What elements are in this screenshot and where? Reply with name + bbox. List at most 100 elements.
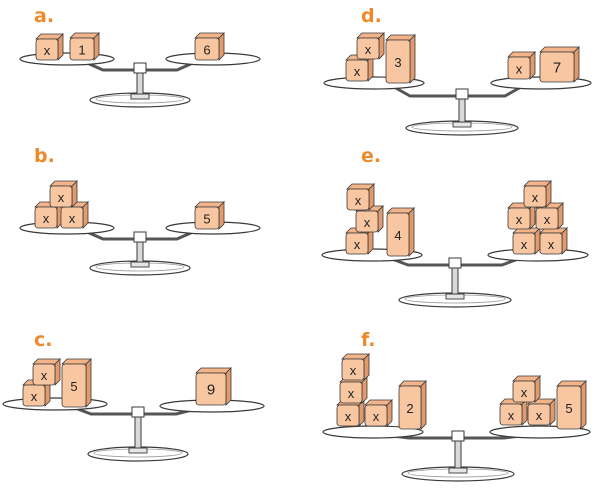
left-block-label: x [373,409,380,424]
left-block-3: 4 [387,208,414,256]
panel-label: c. [34,329,52,351]
block-top-face [347,184,374,189]
left-block-label: x [348,386,355,401]
left-block-1: x [357,33,384,59]
right-block-label: x [521,385,528,400]
left-block-label: 2 [406,401,413,416]
right-block-0: x [513,228,540,254]
right-block-label: x [532,190,539,205]
left-block-label: x [41,368,48,383]
block-top-face [524,181,551,186]
left-block-2: x [347,184,374,210]
panel-label: f. [361,329,375,351]
block-side-face [86,359,91,407]
right-block-label: x [548,237,555,252]
beam-pivot [449,258,461,268]
right-block-label: x [508,408,515,423]
scale-a: a. x 1 6 [20,5,260,107]
left-block-3: x [342,354,369,380]
right-block-0: 6 [195,33,224,60]
block-top-face [62,359,91,364]
left-block-0: x [36,34,63,60]
right-block-1: x [528,399,555,425]
right-block-label: x [536,408,543,423]
left-block-1: 1 [70,33,99,60]
base-foot [131,94,149,99]
left-block-label: x [355,193,362,208]
block-top-face [70,33,99,38]
panel-label: b. [34,145,55,167]
right-block-label: x [521,237,528,252]
left-block-label: x [43,211,50,226]
left-block-label: x [364,215,371,230]
beam-pivot [456,89,468,99]
beam-pivot [452,431,464,441]
left-block-2: x [50,181,77,207]
left-block-label: x [350,363,357,378]
right-block-label: 5 [565,401,572,416]
left-block-label: x [58,190,65,205]
panel-label: d. [361,5,382,27]
left-block-1: x [33,359,60,385]
base-foot [453,122,471,127]
right-block-0: 9 [196,368,231,405]
panel-label: a. [34,5,54,27]
right-block-3: 5 [557,381,586,429]
block-top-face [357,33,384,38]
right-block-0: x [508,52,535,79]
left-block-4: 2 [399,381,426,429]
right-block-label: 7 [553,60,561,77]
right-block-1: 7 [540,47,579,82]
block-top-face [50,181,77,186]
right-block-1: x [540,228,567,254]
block-top-face [196,368,231,373]
base-foot [449,468,467,473]
left-block-2: 3 [386,35,415,83]
block-top-face [557,381,586,386]
right-block-0: x [500,399,527,425]
base-foot [446,294,464,299]
right-block-2: x [513,376,540,402]
block-top-face [386,35,415,40]
block-top-face [399,381,426,386]
block-side-face [421,381,426,429]
right-block-4: x [524,181,551,207]
beam-pivot [132,407,144,417]
block-top-face [33,359,60,364]
scale-e: e.xxx4xxxxx [322,145,588,307]
left-block-2: x [340,377,367,403]
left-block-0: x [337,400,364,426]
left-block-label: 5 [70,379,77,394]
block-top-face [365,400,392,405]
right-block-label: 6 [203,43,210,58]
right-block-label: 5 [203,212,210,227]
block-top-face [387,208,414,213]
left-pan [20,53,114,65]
left-block-label: x [44,43,51,58]
block-side-face [581,381,586,429]
right-block-label: 9 [207,382,215,399]
left-block-label: x [354,64,361,79]
block-top-face [342,354,369,359]
block-side-face [409,208,414,256]
base-foot [131,262,149,267]
right-block-0: 5 [195,202,224,229]
beam-pivot [134,232,146,242]
left-block-label: x [354,237,361,252]
left-block-label: 3 [394,55,401,70]
left-block-label: 1 [78,43,85,58]
block-side-face [410,35,415,83]
left-block-label: x [365,42,372,57]
block-side-face [574,47,579,82]
right-block-label: x [516,62,523,77]
beam-pivot [134,63,146,73]
left-block-label: x [69,211,76,226]
left-block-label: x [345,409,352,424]
base-foot [129,448,147,453]
left-block-1: x [365,400,392,426]
block-top-face [36,34,63,39]
